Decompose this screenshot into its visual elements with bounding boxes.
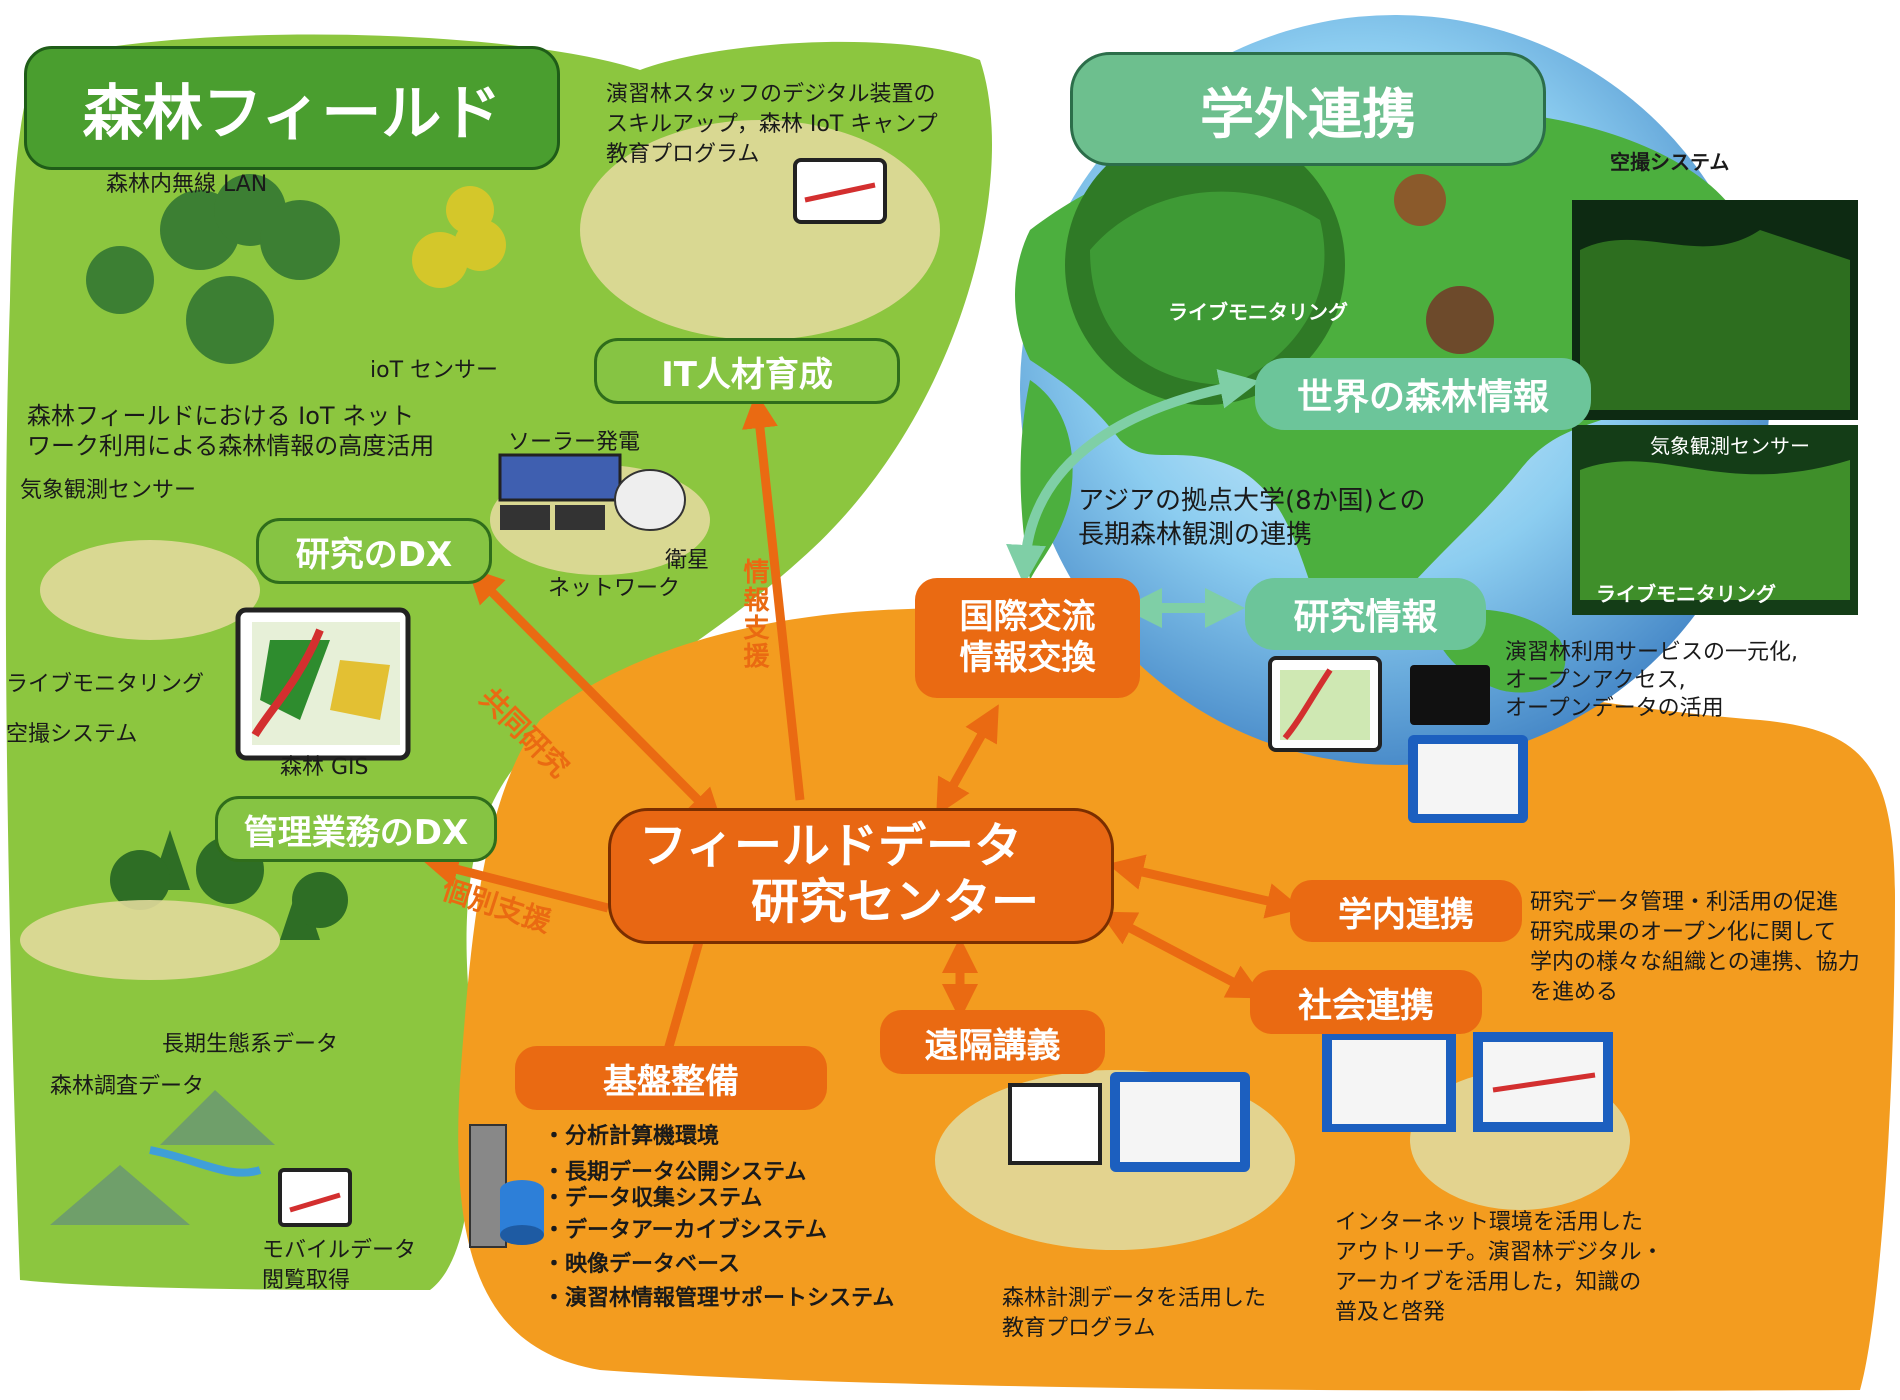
weather-sensor-label: 気象観測センサー	[20, 478, 197, 503]
arrow-individual-support	[422, 852, 610, 913]
satellite-label-2: ネットワーク	[548, 576, 681, 601]
gis-label: 森林 GIS	[280, 755, 369, 780]
clearing-eco	[20, 900, 280, 980]
infra-item: ・演習林情報管理サポートシステム	[543, 1286, 895, 1311]
service-desc-2: オープンアクセス,	[1505, 668, 1686, 693]
clearing-weather	[40, 540, 260, 640]
survey-data-label: 森林調査データ	[50, 1074, 205, 1099]
research-dx-box[interactable]: 研究のDX	[256, 518, 492, 584]
society-collab-box[interactable]: 社会連携	[1250, 970, 1482, 1034]
tree-cluster-lan	[86, 174, 340, 364]
eco-data-label: 長期生態系データ	[162, 1032, 339, 1057]
iot-desc-1: 森林フィールドにおける IoT ネット	[27, 402, 415, 430]
satellite-label-1: 衛星	[665, 548, 710, 573]
solar-panel	[498, 453, 686, 531]
campus-desc-3: 学内の様々な組織との連携、協力	[1530, 950, 1860, 975]
intl-line-2: 情報交換	[959, 638, 1096, 678]
globe-live-label-2: ライブモニタリング	[1596, 582, 1776, 606]
infra-item: ・長期データ公開システム	[543, 1160, 807, 1185]
mountains	[50, 1090, 275, 1225]
live-monitoring-label: ライブモニタリング	[6, 672, 205, 697]
world-forest-box[interactable]: 世界の森林情報	[1255, 358, 1591, 430]
forest-field-title: 森林フィールド	[24, 46, 560, 170]
lan-label: 森林内無線 LAN	[106, 172, 268, 197]
staff-desc-3: 教育プログラム	[606, 142, 760, 167]
remote-desc-2: 教育プログラム	[1002, 1316, 1156, 1341]
campus-desc-1: 研究データ管理・利活用の促進	[1530, 890, 1839, 915]
arrow-info-support	[742, 392, 805, 801]
mobile-label-1: モバイルデータ	[262, 1238, 417, 1263]
info-support-label: 情報支援	[739, 558, 769, 670]
infra-item: ・分析計算機環境	[543, 1124, 720, 1149]
globe-weather-label: 気象観測センサー	[1650, 434, 1810, 458]
mobile-device	[278, 1168, 352, 1227]
service-desc-3: オープンデータの活用	[1505, 696, 1724, 721]
tree-cluster-yellow	[412, 186, 506, 288]
campus-desc-4: を進める	[1530, 980, 1619, 1005]
research-info-screens	[1268, 656, 1528, 823]
arrow-asia-curve	[1006, 369, 1260, 585]
camp-screen	[793, 158, 887, 224]
asia-desc-2: 長期森林観測の連携	[1078, 520, 1313, 550]
remote-lecture-box[interactable]: 遠隔講義	[880, 1010, 1105, 1074]
infra-box[interactable]: 基盤整備	[515, 1046, 827, 1110]
arrow-intl	[936, 704, 999, 816]
iot-desc-2: ワーク利用による森林情報の高度活用	[27, 432, 435, 460]
gis-screen	[235, 607, 411, 761]
server-icon	[469, 1124, 544, 1248]
globe-aerial-label: 空撮システム	[1610, 150, 1730, 174]
infra-item: ・データアーカイブシステム	[543, 1218, 828, 1243]
center-line-2: 研究センター	[751, 874, 1040, 930]
center-line-1: フィールドデータ	[639, 818, 1023, 874]
society-desc-1: インターネット環境を活用した	[1335, 1210, 1644, 1235]
arrow-joint-research	[467, 567, 723, 825]
intl-exchange-box[interactable]: 国際交流 情報交換	[915, 578, 1140, 698]
intl-line-1: 国際交流	[959, 597, 1096, 638]
solar-label: ソーラー発電	[508, 430, 641, 455]
mobile-label-2: 閲覧取得	[262, 1268, 351, 1293]
globe-live-label-1: ライブモニタリング	[1168, 300, 1348, 324]
remote-screens	[1008, 1072, 1250, 1172]
infra-item: ・映像データベース	[543, 1252, 740, 1277]
staff-desc-1: 演習林スタッフのデジタル装置の	[606, 82, 936, 107]
campus-collab-box[interactable]: 学内連携	[1290, 880, 1522, 942]
arrow-infra	[663, 936, 705, 1052]
external-collab-title: 学外連携	[1070, 52, 1546, 166]
society-screens	[1322, 1032, 1613, 1132]
research-info-box[interactable]: 研究情報	[1245, 578, 1486, 650]
staff-desc-2: スキルアップ，森林 IoT キャンプ	[606, 112, 938, 137]
society-desc-4: 普及と啓発	[1335, 1300, 1446, 1325]
center-box[interactable]: フィールドデータ 研究センター	[608, 808, 1114, 944]
remote-desc-1: 森林計測データを活用した	[1002, 1286, 1267, 1311]
society-desc-2: アウトリーチ。演習林デジタル・	[1335, 1240, 1664, 1265]
service-desc-1: 演習林利用サービスの一元化,	[1505, 640, 1798, 665]
arrow-society	[1099, 911, 1264, 999]
admin-dx-box[interactable]: 管理業務のDX	[215, 796, 497, 862]
asia-desc-1: アジアの拠点大学(8か国)との	[1078, 486, 1426, 516]
it-talent-box[interactable]: IT人材育成	[594, 338, 900, 404]
campus-desc-2: 研究成果のオープン化に関して	[1530, 920, 1837, 945]
society-desc-3: アーカイブを活用した，知識の	[1335, 1270, 1642, 1295]
arrow-campus	[1107, 854, 1303, 919]
infra-item: ・データ収集システム	[543, 1186, 763, 1211]
iot-sensor-label: ioT センサー	[370, 358, 499, 383]
aerial-label: 空撮システム	[6, 722, 138, 747]
